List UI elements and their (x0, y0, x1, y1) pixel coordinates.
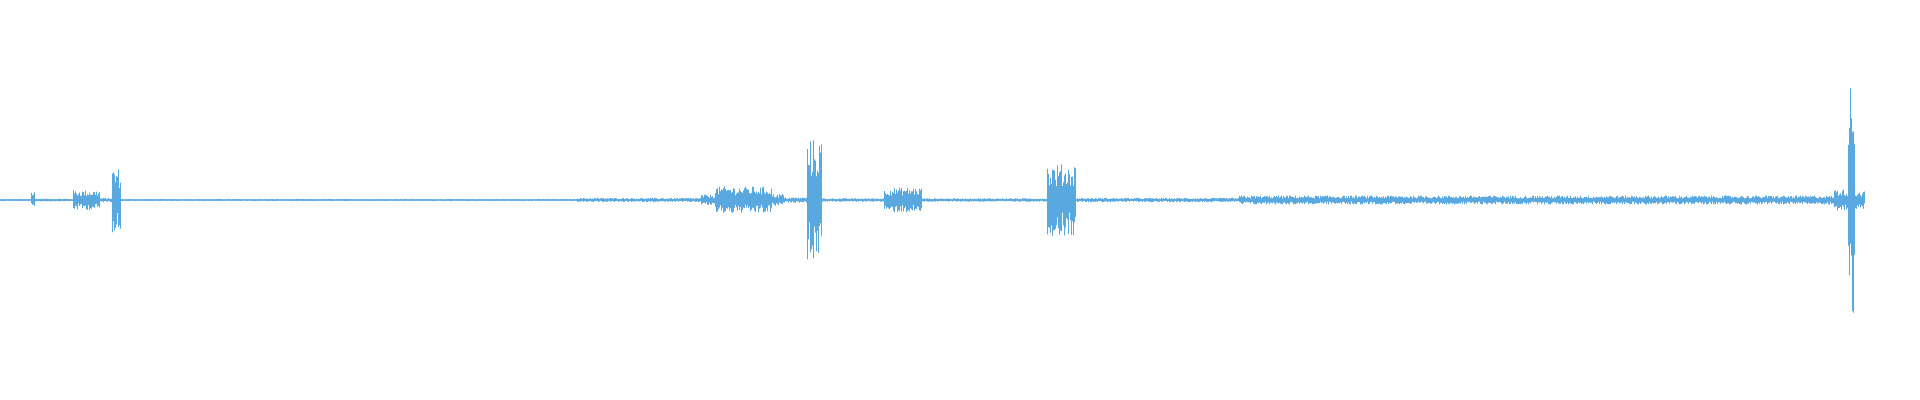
waveform-path (0, 88, 1865, 313)
waveform-samples (0, 88, 1865, 313)
